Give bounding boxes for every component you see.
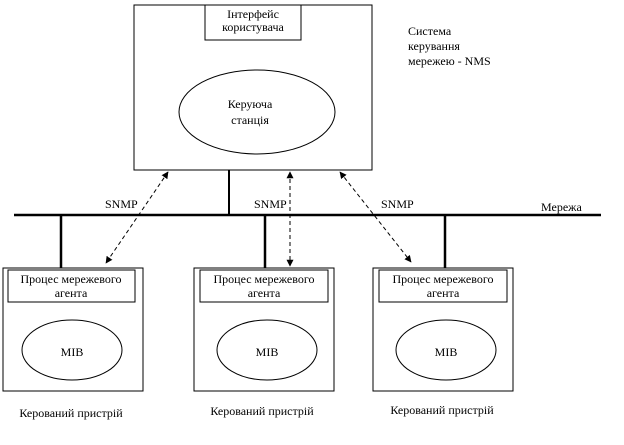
management-station-label-1: Керуюча xyxy=(228,97,273,111)
snmp-label-1: SNMP xyxy=(105,197,138,211)
management-station-ellipse xyxy=(178,69,336,155)
device-2-box xyxy=(193,267,335,392)
device-3-box xyxy=(372,267,514,392)
device-3-agent-box xyxy=(378,269,508,303)
device-1-mib-ellipse xyxy=(21,319,123,381)
nms-caption: Система керування мережею - NMS xyxy=(408,24,491,68)
device-3-agent-label-2: агента xyxy=(427,286,460,300)
device-1-box xyxy=(2,267,144,392)
snmp-label-3: SNMP xyxy=(381,197,414,211)
user-interface-label-2: користувача xyxy=(222,20,284,34)
snmp-label-2: SNMP xyxy=(254,197,287,211)
device-2-mib-label: MIB xyxy=(256,345,279,359)
user-interface-label-1: Інтерфейс xyxy=(227,7,279,21)
device-3-caption: Керований пристрій xyxy=(390,403,494,417)
snmp-arrow-3 xyxy=(339,171,412,263)
network-label: Мережа xyxy=(541,200,582,214)
device-2-agent-box xyxy=(199,269,329,303)
nms-caption-line-1: Система xyxy=(408,24,452,38)
device-1-agent-label-2: агента xyxy=(55,286,88,300)
device-2-agent-label-1: Процес мережевого xyxy=(214,272,315,286)
device-1-agent-label-1: Процес мережевого xyxy=(21,272,122,286)
device-3-agent-label-1: Процес мережевого xyxy=(393,272,494,286)
user-interface-box xyxy=(204,4,302,41)
managed-device-2: Процес мережевого агента MIB Керований п… xyxy=(193,267,335,418)
device-1-caption: Керований пристрій xyxy=(19,406,123,420)
nms-block: Інтерфейс користувача Керуюча станція xyxy=(133,4,373,171)
device-3-mib-ellipse xyxy=(395,319,497,381)
nms-caption-line-2: керування xyxy=(408,39,460,53)
management-station-label-2: станція xyxy=(231,113,269,127)
device-1-agent-box xyxy=(7,269,136,303)
snmp-arrow-1 xyxy=(105,171,169,264)
managed-device-3: Процес мережевого агента MIB Керований п… xyxy=(372,267,514,417)
device-2-caption: Керований пристрій xyxy=(210,404,314,418)
device-3-mib-label: MIB xyxy=(435,345,458,359)
device-2-mib-ellipse xyxy=(216,319,318,381)
managed-device-1: Процес мережевого агента MIB Керований п… xyxy=(2,267,144,420)
device-1-mib-label: MIB xyxy=(61,345,84,359)
device-2-agent-label-2: агента xyxy=(248,286,281,300)
nms-caption-line-3: мережею - NMS xyxy=(408,54,491,68)
